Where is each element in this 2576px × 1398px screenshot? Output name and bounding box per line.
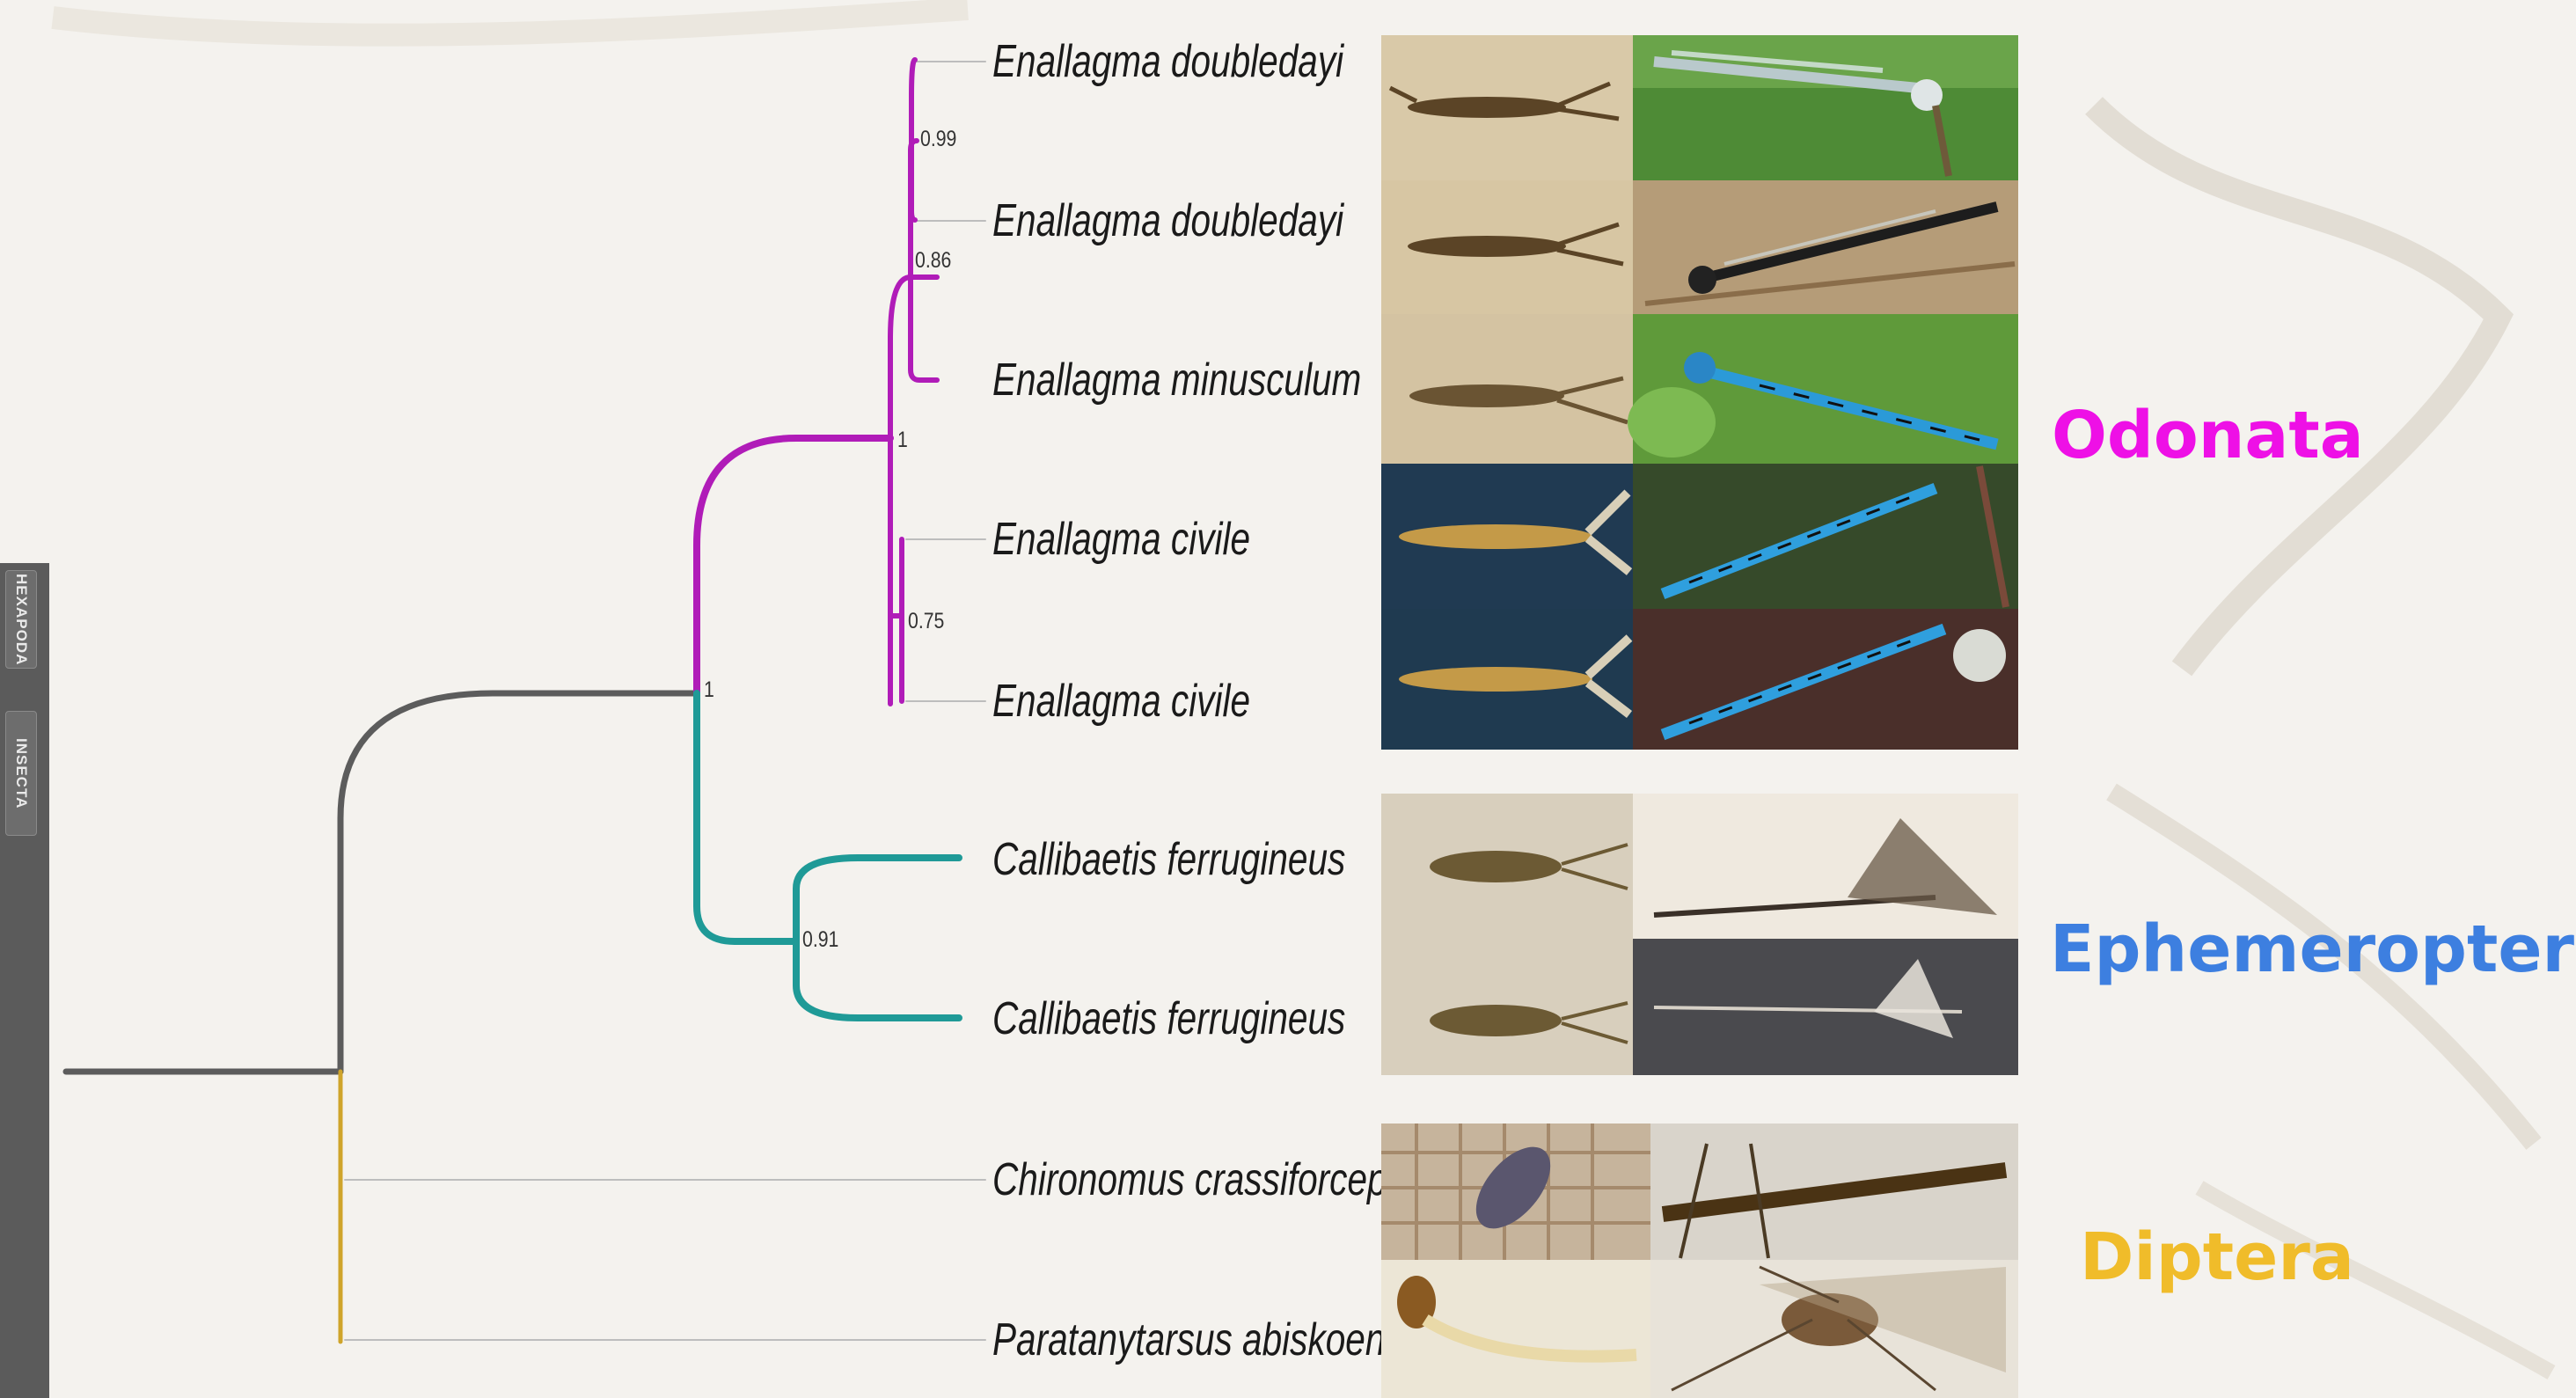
photo-adult-callibaetis bbox=[1633, 794, 2018, 939]
photo-adult-chironomus bbox=[1650, 1124, 2018, 1260]
photo-larva-doubledayi bbox=[1381, 35, 1633, 180]
group-label-ephemeroptera: Ephemeroptera bbox=[2050, 917, 2576, 982]
group-label-odonata: Odonata bbox=[2052, 403, 2364, 468]
photo-adult-minusculum bbox=[1628, 314, 2018, 464]
photo-larva-doubledayi-2 bbox=[1381, 180, 1633, 314]
photo-adult-paratanytarsus bbox=[1650, 1260, 2018, 1398]
group-label-diptera: Diptera bbox=[2080, 1225, 2354, 1290]
photo-adult-doubledayi bbox=[1633, 35, 2018, 180]
photo-larva-paratanytarsus bbox=[1381, 1260, 1650, 1398]
photo-adult-civile-2 bbox=[1633, 609, 2018, 750]
photo-adult-doubledayi-2 bbox=[1633, 180, 2018, 314]
photo-larva-chironomus bbox=[1381, 1124, 1650, 1260]
photo-adult-callibaetis-2 bbox=[1633, 939, 2018, 1075]
photo-larva-callibaetis bbox=[1381, 794, 1633, 1075]
photo-larva-minusculum bbox=[1381, 314, 1633, 464]
photo-larva-civile bbox=[1381, 464, 1633, 609]
photo-larva-civile-2 bbox=[1381, 609, 1633, 750]
photo-adult-civile bbox=[1633, 464, 2018, 609]
